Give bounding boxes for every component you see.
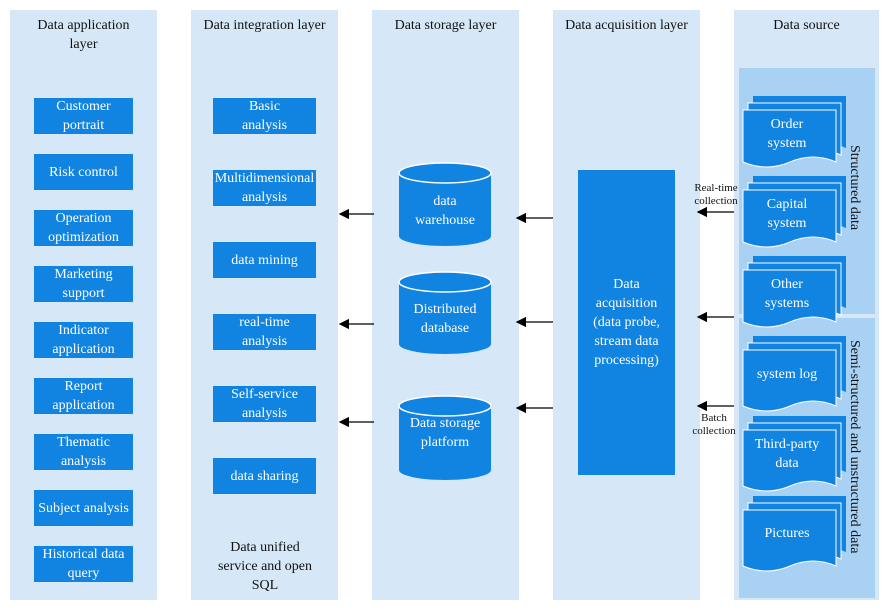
int-footer-text: Data unified service and open SQL (217, 540, 313, 593)
app-marketing-support: Marketing support (34, 266, 133, 302)
int-multidimensional-analysis: Multidimensional analysis (213, 170, 316, 206)
unstructured-data-label: Semi-structured and unstructured data (847, 340, 862, 554)
source-system-log-label: system log (756, 367, 818, 382)
doc-stack-order-system (742, 96, 846, 168)
structured-data-label: Structured data (847, 145, 862, 231)
source-title: Data source (773, 18, 840, 33)
source-pictures-label: Pictures (764, 526, 810, 541)
source-order-system-label: Order system (767, 117, 807, 151)
int-data-sharing: data sharing (213, 458, 316, 494)
acquisition-layer-title: Data acquisition layer (565, 18, 688, 33)
application-layer-title: Data application layer (37, 18, 130, 52)
source-other-systems-label: Other systems (764, 277, 810, 311)
integration-layer-title: Data integration layer (203, 18, 326, 33)
app-subject-analysis: Subject analysis (34, 490, 133, 526)
app-indicator-application: Indicator application (34, 322, 133, 358)
storage-data-storage-platform-label: Data storage platform (409, 416, 481, 450)
cylinder-data-warehouse (398, 162, 492, 246)
app-operation-optimization: Operation optimization (34, 210, 133, 246)
acquisition-box: Data acquisition (data probe, stream dat… (578, 170, 675, 475)
realtime-collection-label: Real-time collection (694, 182, 738, 207)
source-capital-system-label: Capital system (766, 197, 808, 231)
doc-stack-capital-system (742, 176, 846, 248)
app-thematic-analysis: Thematic analysis (34, 434, 133, 470)
cylinder-data-storage-platform (398, 395, 492, 480)
storage-distributed-database-label: Distributed database (413, 302, 477, 336)
app-risk-control: Risk control (34, 154, 133, 190)
int-self-service-analysis: Self-service analysis (213, 386, 316, 422)
storage-data-warehouse-label: data warehouse (415, 194, 475, 228)
app-historical-data-query: Historical data query (34, 546, 133, 582)
doc-stack-other-systems (742, 256, 846, 328)
batch-collection-label: Batch collection (692, 412, 736, 437)
app-report-application: Report application (34, 378, 133, 414)
doc-stack-third-party-data (742, 416, 846, 492)
doc-stack-system-log (742, 336, 846, 412)
storage-layer-title: Data storage layer (394, 18, 497, 33)
int-real-time-analysis: real-time analysis (213, 314, 316, 350)
int-data-mining: data mining (213, 242, 316, 278)
doc-stack-pictures (742, 496, 846, 572)
source-third-party-data-label: Third-party data (754, 437, 820, 471)
app-customer-portrait: Customer portrait (34, 98, 133, 134)
int-basic-analysis: Basic analysis (213, 98, 316, 134)
cylinder-distributed-database (398, 271, 492, 354)
